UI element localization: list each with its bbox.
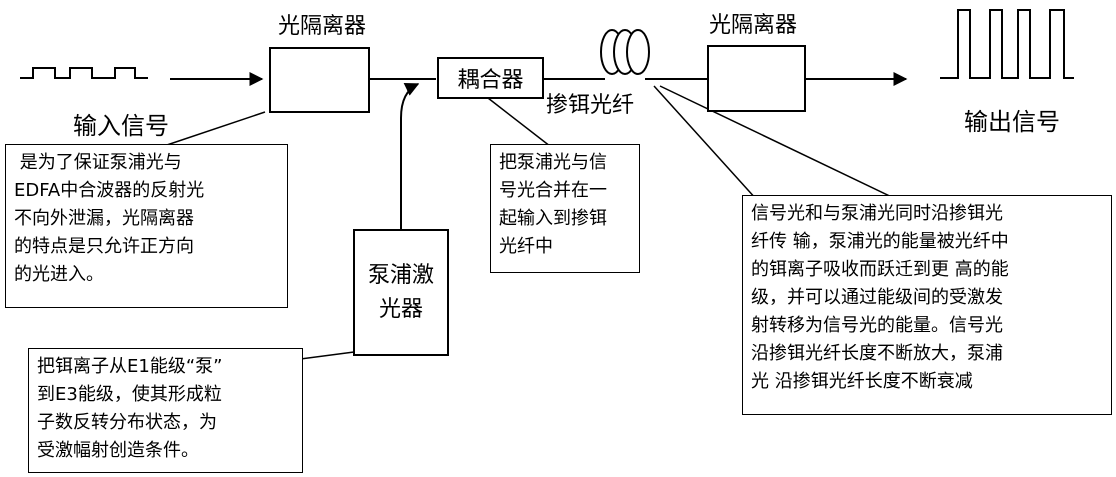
- fiber-coil-icon: [600, 29, 650, 75]
- isolator-description-note: 是为了保证泵浦光与 EDFA中合波器的反射光 不向外泄漏，光隔离器 的特点是只允…: [5, 144, 288, 308]
- optical-isolator-2: [707, 45, 806, 112]
- input-signal-label: 输入信号: [73, 112, 169, 140]
- output-signal-label: 输出信号: [964, 108, 1060, 136]
- erbium-doped-fiber-label: 掺铒光纤: [546, 93, 635, 118]
- coupler-description-note: 把泵浦光与信 号光合并在一 起输入到掺铒 光纤中: [490, 144, 640, 273]
- fiber-description-note: 信号光和与泵浦光同时沿掺铒光 纤传 输，泵浦光的能量被光纤中 的铒离子吸收而跃迁…: [742, 195, 1112, 415]
- optical-isolator-2-label: 光隔离器: [709, 13, 798, 38]
- pump-description-note: 把铒离子从E1能级“泵” 到E3能级，使其形成粒 子数反转分布状态，为 受激幅射…: [28, 348, 303, 473]
- output-pulse-waveform: [940, 9, 1074, 79]
- pump-feed-arrow: [400, 83, 420, 230]
- coupler-label: 耦合器: [457, 68, 524, 93]
- coupler-box: 耦合器: [437, 57, 544, 99]
- optical-isolator-1-label: 光隔离器: [278, 14, 367, 39]
- input-pulse-waveform: [20, 67, 148, 79]
- fiber-note-leader-2: [659, 85, 899, 201]
- pump-laser-label: 泵浦激 光器: [367, 262, 434, 322]
- pump-laser-box: 泵浦激 光器: [353, 229, 449, 356]
- optical-isolator-1: [269, 47, 370, 113]
